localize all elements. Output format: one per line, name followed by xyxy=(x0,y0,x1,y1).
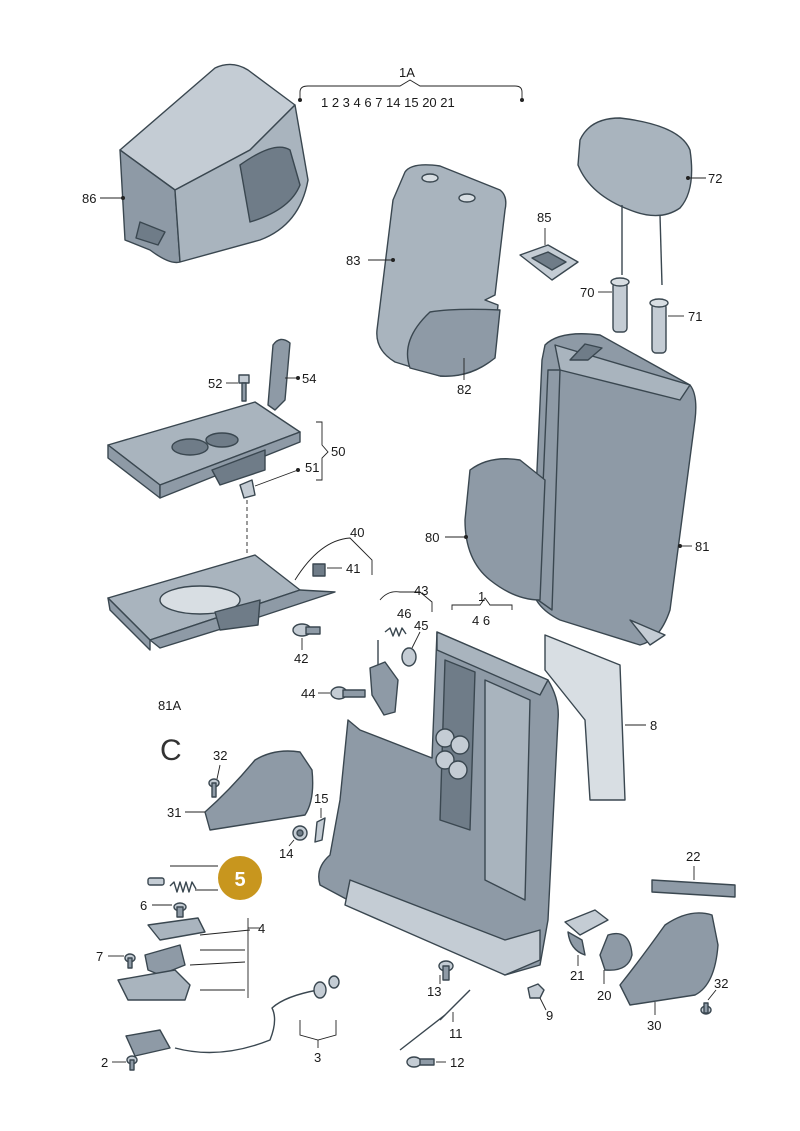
callout-1a-list: 1 2 3 4 6 7 14 15 20 21 xyxy=(321,95,455,110)
callout-45: 45 xyxy=(414,618,428,633)
callout-86: 86 xyxy=(82,191,96,206)
callout-46: 46 xyxy=(397,606,411,621)
seat-back-part-81 xyxy=(531,333,697,646)
clip-part-15 xyxy=(314,817,326,843)
callout-11: 11 xyxy=(449,1026,463,1041)
screw-part-32b xyxy=(700,1002,712,1015)
bolt-part-13 xyxy=(438,960,454,981)
washer-part-14 xyxy=(292,825,308,841)
trim-part-85 xyxy=(519,244,579,281)
screw-part-32a xyxy=(208,778,220,798)
callout-32b: 32 xyxy=(714,976,728,991)
spring-part-46 xyxy=(384,627,407,637)
cable-part xyxy=(125,975,340,1057)
callout-30: 30 xyxy=(647,1018,661,1033)
callout-4: 4 xyxy=(258,921,265,936)
callout-85: 85 xyxy=(537,210,551,225)
callout-83: 83 xyxy=(346,253,360,268)
clip-part-41 xyxy=(312,563,326,577)
callout-3: 3 xyxy=(314,1050,321,1065)
callout-54: 54 xyxy=(302,371,316,386)
clip-part-51 xyxy=(239,479,256,499)
strut-part-11 xyxy=(399,989,471,1051)
backrest-cushion-part-83 xyxy=(376,164,507,377)
callout-81: 81 xyxy=(695,539,709,554)
callout-21: 21 xyxy=(570,968,584,983)
callout-6: 6 xyxy=(140,898,147,913)
lock-part-lever xyxy=(369,640,399,716)
callout-70: 70 xyxy=(580,285,594,300)
callout-81a: 81A xyxy=(158,698,181,713)
nut-part-9 xyxy=(527,983,545,999)
callout-1-list: 4 6 xyxy=(472,613,490,628)
tray-part-50 xyxy=(107,401,301,499)
screw-part-2 xyxy=(126,1055,138,1071)
highlight-callout-5: 5 xyxy=(218,856,262,900)
strap-part-54 xyxy=(267,338,291,411)
callout-82: 82 xyxy=(457,382,471,397)
headrest-guide-part-71 xyxy=(649,298,669,354)
callout-71: 71 xyxy=(688,309,702,324)
side-cover-part-30 xyxy=(619,912,719,1006)
callout-72: 72 xyxy=(708,171,722,186)
screw-part-7 xyxy=(124,953,136,969)
bolt-part-42 xyxy=(292,623,321,637)
headrest-guide-part-70 xyxy=(610,277,630,333)
bolt-part-6 xyxy=(173,902,187,918)
callout-44: 44 xyxy=(301,686,315,701)
callout-5: 5 xyxy=(234,869,245,891)
cover-part-8 xyxy=(544,634,626,801)
spring-part-5 xyxy=(169,881,197,893)
backrest-frame-part xyxy=(318,631,559,976)
callout-1a: 1A xyxy=(399,65,415,80)
pin-part xyxy=(147,877,165,886)
callout-43: 43 xyxy=(414,583,428,598)
seat-back-side-part-80 xyxy=(464,458,546,601)
callout-31: 31 xyxy=(167,805,181,820)
bracket-part-21 xyxy=(564,909,609,956)
callout-22: 22 xyxy=(686,849,700,864)
callout-13: 13 xyxy=(427,984,441,999)
side-cover-part-31 xyxy=(204,750,314,831)
callout-52: 52 xyxy=(208,376,222,391)
seat-frame-part-40 xyxy=(107,554,336,651)
cover-part-20 xyxy=(599,932,633,971)
callout-41: 41 xyxy=(346,561,360,576)
callout-7: 7 xyxy=(96,949,103,964)
callout-8: 8 xyxy=(650,718,657,733)
callout-50: 50 xyxy=(331,444,345,459)
callout-1: 1 xyxy=(478,589,485,604)
clip-81a-symbol: C xyxy=(160,734,182,767)
callout-14: 14 xyxy=(279,846,293,861)
headrest-part-72 xyxy=(577,117,693,286)
callout-20: 20 xyxy=(597,988,611,1003)
callout-42: 42 xyxy=(294,651,308,666)
callout-80: 80 xyxy=(425,530,439,545)
armrest-part-86 xyxy=(119,63,309,264)
strap-part-22 xyxy=(651,879,736,898)
bolt-part-44 xyxy=(330,686,366,700)
callout-9: 9 xyxy=(546,1008,553,1023)
callout-12: 12 xyxy=(450,1055,464,1070)
bush-part-45 xyxy=(401,647,417,667)
screw-part-52 xyxy=(238,374,250,402)
callout-40: 40 xyxy=(350,525,364,540)
callout-51: 51 xyxy=(305,460,319,475)
bolt-part-12 xyxy=(406,1056,435,1068)
callout-32a: 32 xyxy=(213,748,227,763)
callout-2: 2 xyxy=(101,1055,108,1070)
latch-part xyxy=(117,944,191,1001)
callout-15: 15 xyxy=(314,791,328,806)
lever-part-upper xyxy=(147,917,206,941)
